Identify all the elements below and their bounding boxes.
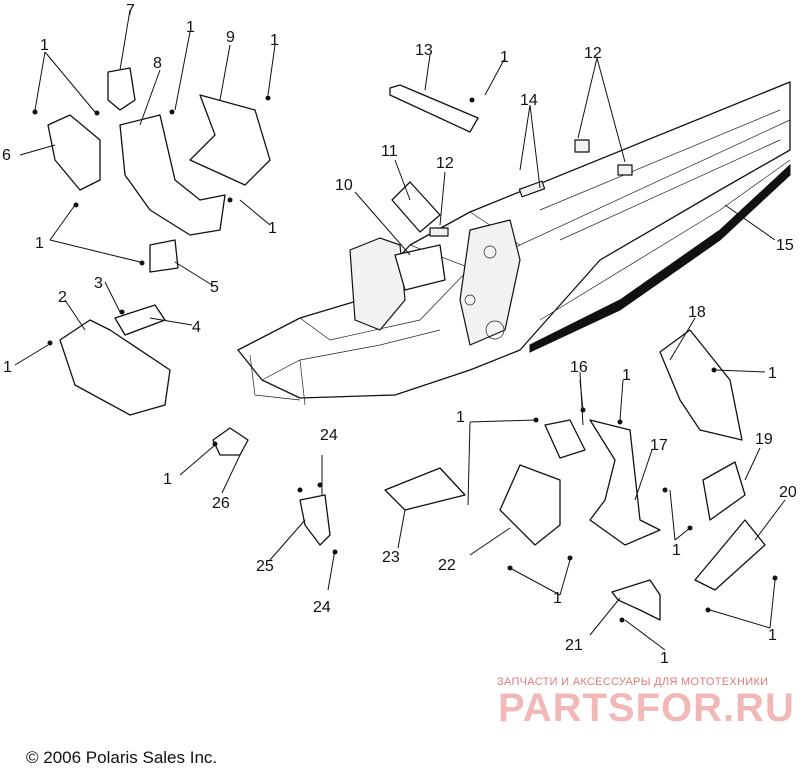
copyright-notice: © 2006 Polaris Sales Inc. [26, 748, 218, 767]
callout-7: 7 [126, 2, 135, 19]
callout-1: 1 [3, 359, 12, 376]
callout-1: 1 [35, 235, 44, 252]
callout-2: 2 [58, 289, 67, 306]
callout-1: 1 [163, 471, 172, 488]
part-19-pad [702, 461, 746, 521]
part-22-guard [499, 464, 561, 546]
callout-14: 14 [520, 92, 538, 109]
part-26-cap [212, 427, 249, 456]
callout-1: 1 [672, 542, 681, 559]
callout-5: 5 [210, 279, 219, 296]
part-7-bracket [107, 67, 136, 111]
callout-1: 1 [553, 590, 562, 607]
part-18-guard [659, 329, 743, 441]
callout-24: 24 [313, 599, 331, 616]
part-6-plate [47, 114, 101, 191]
callout-17: 17 [650, 437, 668, 454]
callout-22: 22 [438, 557, 456, 574]
callout-9: 9 [226, 29, 235, 46]
callout-23: 23 [382, 549, 400, 566]
callout-1: 1 [622, 367, 631, 384]
callout-1: 1 [270, 32, 279, 49]
callout-1: 1 [268, 220, 277, 237]
callout-19: 19 [755, 431, 773, 448]
callout-1: 1 [768, 627, 777, 644]
part-21-bracket [611, 579, 661, 621]
watermark-subtitle: ЗАПЧАСТИ И АКСЕССУАРЫ ДЛЯ МОТОТЕХНИКИ [497, 676, 769, 688]
callout-1: 1 [186, 19, 195, 36]
callout-25: 25 [256, 558, 274, 575]
part-4-shield [114, 304, 166, 336]
chassis-frame [237, 81, 791, 406]
callout-6: 6 [2, 147, 11, 164]
leader-lines [14, 9, 786, 651]
part-5-clip [149, 239, 179, 273]
callout-labels: 1 7 1 9 1 8 6 1 1 5 3 2 4 1 1 26 13 1 12… [2, 2, 797, 667]
fasteners [32, 95, 778, 623]
callout-1: 1 [456, 409, 465, 426]
callout-12: 12 [584, 45, 602, 62]
callout-16: 16 [570, 359, 588, 376]
callout-10: 10 [335, 177, 353, 194]
callout-21: 21 [565, 637, 583, 654]
callout-1: 1 [660, 650, 669, 667]
callout-4: 4 [192, 319, 201, 336]
callout-11: 11 [381, 143, 398, 160]
callout-13: 13 [415, 42, 433, 59]
callout-20: 20 [779, 484, 797, 501]
part-13-bumper [389, 84, 479, 133]
part-20-plate [694, 519, 766, 591]
callout-1: 1 [768, 365, 777, 382]
part-2-housing [59, 319, 171, 416]
part-11-bracket [391, 181, 441, 233]
callout-3: 3 [94, 275, 103, 292]
callout-1: 1 [40, 37, 49, 54]
part-9-bracket [189, 94, 271, 186]
callout-12: 12 [436, 155, 454, 172]
part-8-panel [119, 114, 226, 236]
callout-1: 1 [500, 49, 509, 66]
callout-26: 26 [212, 495, 230, 512]
callout-24: 24 [320, 427, 338, 444]
callout-18: 18 [688, 304, 706, 321]
callout-8: 8 [153, 55, 162, 72]
part-23-plate [384, 467, 466, 511]
part-16-block [544, 419, 586, 459]
watermark-logo: PARTSFOR.RU [498, 686, 795, 730]
callout-15: 15 [776, 237, 794, 254]
part-17-panel [589, 419, 661, 546]
